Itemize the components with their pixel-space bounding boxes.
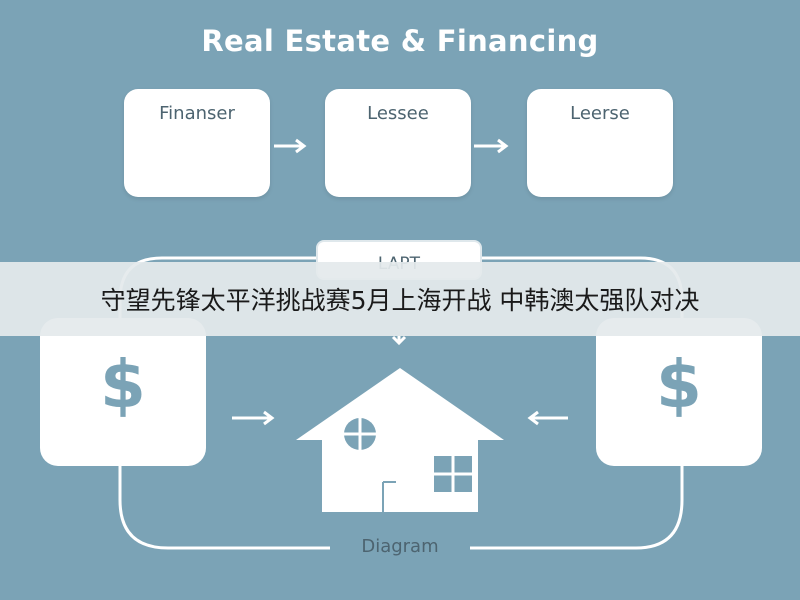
top-arrows [274,138,509,154]
dollar-icon: $ [656,346,702,423]
house-icon [296,368,504,512]
right-money-card [596,318,762,466]
down-arrow [391,335,407,346]
node-leaser: Leerse [527,89,673,197]
node-lessee: Lessee [325,89,471,197]
diagram-title: Real Estate & Financing [201,24,599,58]
overlay-banner-text: 守望先锋太平洋挑战赛5月上海开战 中韩澳太强队对决 [100,286,700,315]
node-leaser-label: Leerse [570,102,630,124]
loop-path [118,256,684,550]
node-financer: Finanser [124,89,270,197]
left-money-card [40,318,206,466]
node-lessee-label: Lessee [367,102,429,124]
bottom-label: Diagram [330,536,470,557]
dollar-icon: $ [100,346,146,423]
overlay-banner: 守望先锋太平洋挑战赛5月上海开战 中韩澳太强队对决 [0,262,800,336]
side-arrows [232,410,568,426]
node-financer-label: Finanser [159,102,235,124]
